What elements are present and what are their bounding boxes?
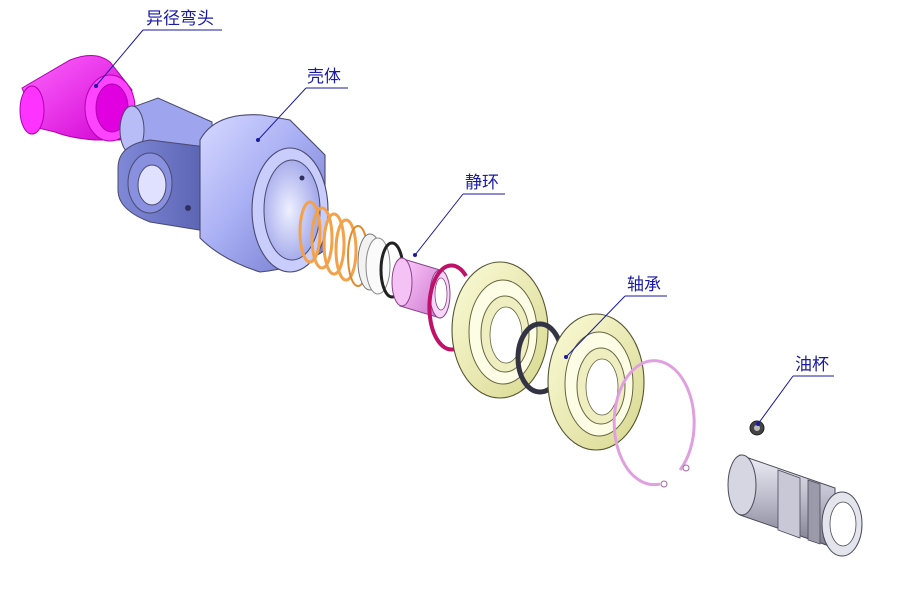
- oil-cup-part: [749, 420, 765, 436]
- label-oil-cup: 油杯: [756, 355, 834, 426]
- spring-part: [298, 200, 369, 287]
- bearing-part-2: [547, 313, 645, 451]
- label-static-ring-text: 静环: [465, 173, 499, 193]
- rotating-ring-part: [357, 233, 405, 299]
- label-bearing: 轴承: [564, 275, 667, 359]
- label-elbow: 异径弯头: [94, 9, 222, 88]
- label-static-ring: 静环: [413, 173, 505, 257]
- label-housing-text: 壳体: [307, 67, 341, 87]
- bearing-part-1: [451, 261, 549, 399]
- label-housing: 壳体: [256, 67, 348, 142]
- label-elbow-text: 异径弯头: [146, 9, 214, 29]
- label-oil-cup-text: 油杯: [795, 355, 829, 375]
- label-bearing-text: 轴承: [627, 275, 661, 295]
- circlip-part: [612, 359, 696, 488]
- housing-part: [117, 97, 329, 273]
- reducing-elbow-part: [19, 55, 136, 142]
- static-ring-part: [391, 257, 451, 319]
- shaft-connector-part: [727, 454, 863, 557]
